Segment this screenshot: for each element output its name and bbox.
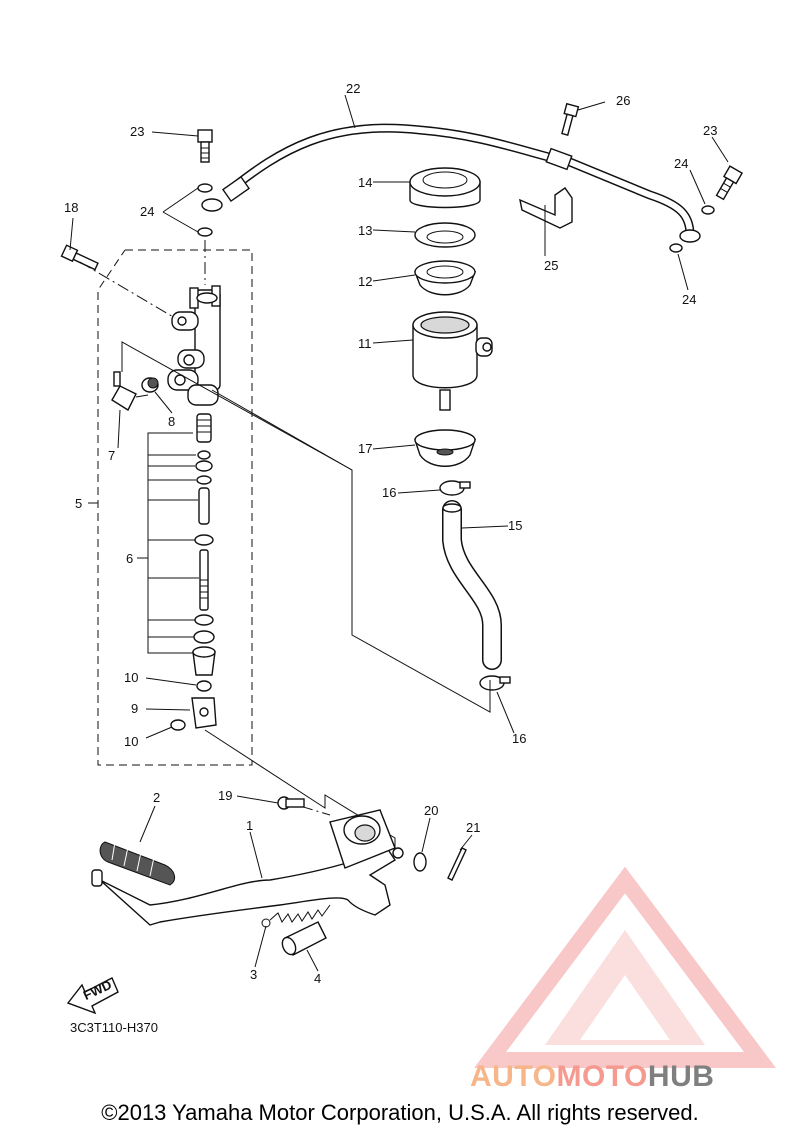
collar — [281, 921, 327, 956]
kit-bracket — [147, 432, 193, 654]
callout-3: 3 — [250, 967, 257, 982]
callout-23a: 23 — [130, 124, 144, 139]
callout-26: 26 — [616, 93, 630, 108]
callout-20: 20 — [424, 803, 438, 818]
callout-14: 14 — [358, 175, 372, 190]
callout-labels: 1 2 3 4 5 6 7 8 9 10 10 11 12 13 14 15 1… — [64, 81, 717, 986]
washers-24 — [197, 183, 715, 253]
callout-15: 15 — [508, 518, 522, 533]
watermark-part-3: HUB — [647, 1060, 715, 1093]
watermark-part-1: AUTO — [470, 1060, 557, 1093]
bolt-26 — [561, 102, 580, 136]
hose-clip-bottom — [479, 675, 511, 691]
watermark-logo — [474, 866, 776, 1068]
bracket — [519, 187, 573, 229]
o-ring — [141, 377, 159, 393]
callout-12: 12 — [358, 274, 372, 289]
reservoir-boot — [414, 429, 476, 467]
callout-10b: 10 — [124, 734, 138, 749]
callout-19: 19 — [218, 788, 232, 803]
brake-pedal — [91, 809, 404, 926]
callout-11: 11 — [358, 336, 372, 351]
hose-clip-top — [439, 480, 471, 496]
clevis-assembly — [170, 680, 217, 731]
copyright-notice: ©2013 Yamaha Motor Corporation, U.S.A. A… — [101, 1100, 699, 1125]
diaphragm-holder — [413, 260, 477, 296]
callout-16b: 16 — [512, 731, 526, 746]
callout-6: 6 — [126, 551, 133, 566]
brake-hose — [201, 123, 701, 243]
reservoir-tank — [412, 311, 493, 411]
callout-21: 21 — [466, 820, 480, 835]
callout-22: 22 — [346, 81, 360, 96]
reservoir-hose — [442, 500, 502, 670]
callout-8: 8 — [168, 414, 175, 429]
callout-16a: 16 — [382, 485, 396, 500]
bolt-18 — [60, 244, 99, 271]
callout-24c: 24 — [682, 292, 696, 307]
callout-24b: 24 — [674, 156, 688, 171]
reservoir-cap — [409, 167, 481, 209]
clevis-pin — [277, 796, 305, 810]
callout-25: 25 — [544, 258, 558, 273]
callout-10a: 10 — [124, 670, 138, 685]
callout-7: 7 — [108, 448, 115, 463]
washer-20 — [413, 852, 427, 872]
callout-17: 17 — [358, 441, 372, 456]
assembly-box — [97, 249, 253, 766]
diagram-code: 3C3T110-H370 — [70, 1020, 158, 1035]
callout-13: 13 — [358, 223, 372, 238]
callout-1: 1 — [246, 818, 253, 833]
callout-9: 9 — [131, 701, 138, 716]
leader-lines — [69, 94, 729, 972]
callout-23b: 23 — [703, 123, 717, 138]
master-cylinder-body — [167, 285, 221, 406]
watermark-part-2: MOTO — [556, 1060, 648, 1093]
return-spring — [261, 904, 331, 928]
callout-2: 2 — [153, 790, 160, 805]
union-bolt-right — [715, 165, 744, 201]
cotter-pin — [447, 847, 467, 881]
watermark-text: AUTOMOTOHUB — [470, 1060, 714, 1094]
callout-4: 4 — [314, 971, 321, 986]
callout-18: 18 — [64, 200, 78, 215]
diaphragm — [414, 222, 476, 248]
fwd-arrow-icon — [66, 977, 119, 1015]
hose-joint — [111, 371, 149, 412]
callout-24a: 24 — [140, 204, 154, 219]
union-bolt-left — [197, 129, 213, 163]
pedal-rubber — [99, 841, 176, 886]
repair-kit-parts — [192, 413, 216, 676]
callout-5: 5 — [75, 496, 82, 511]
